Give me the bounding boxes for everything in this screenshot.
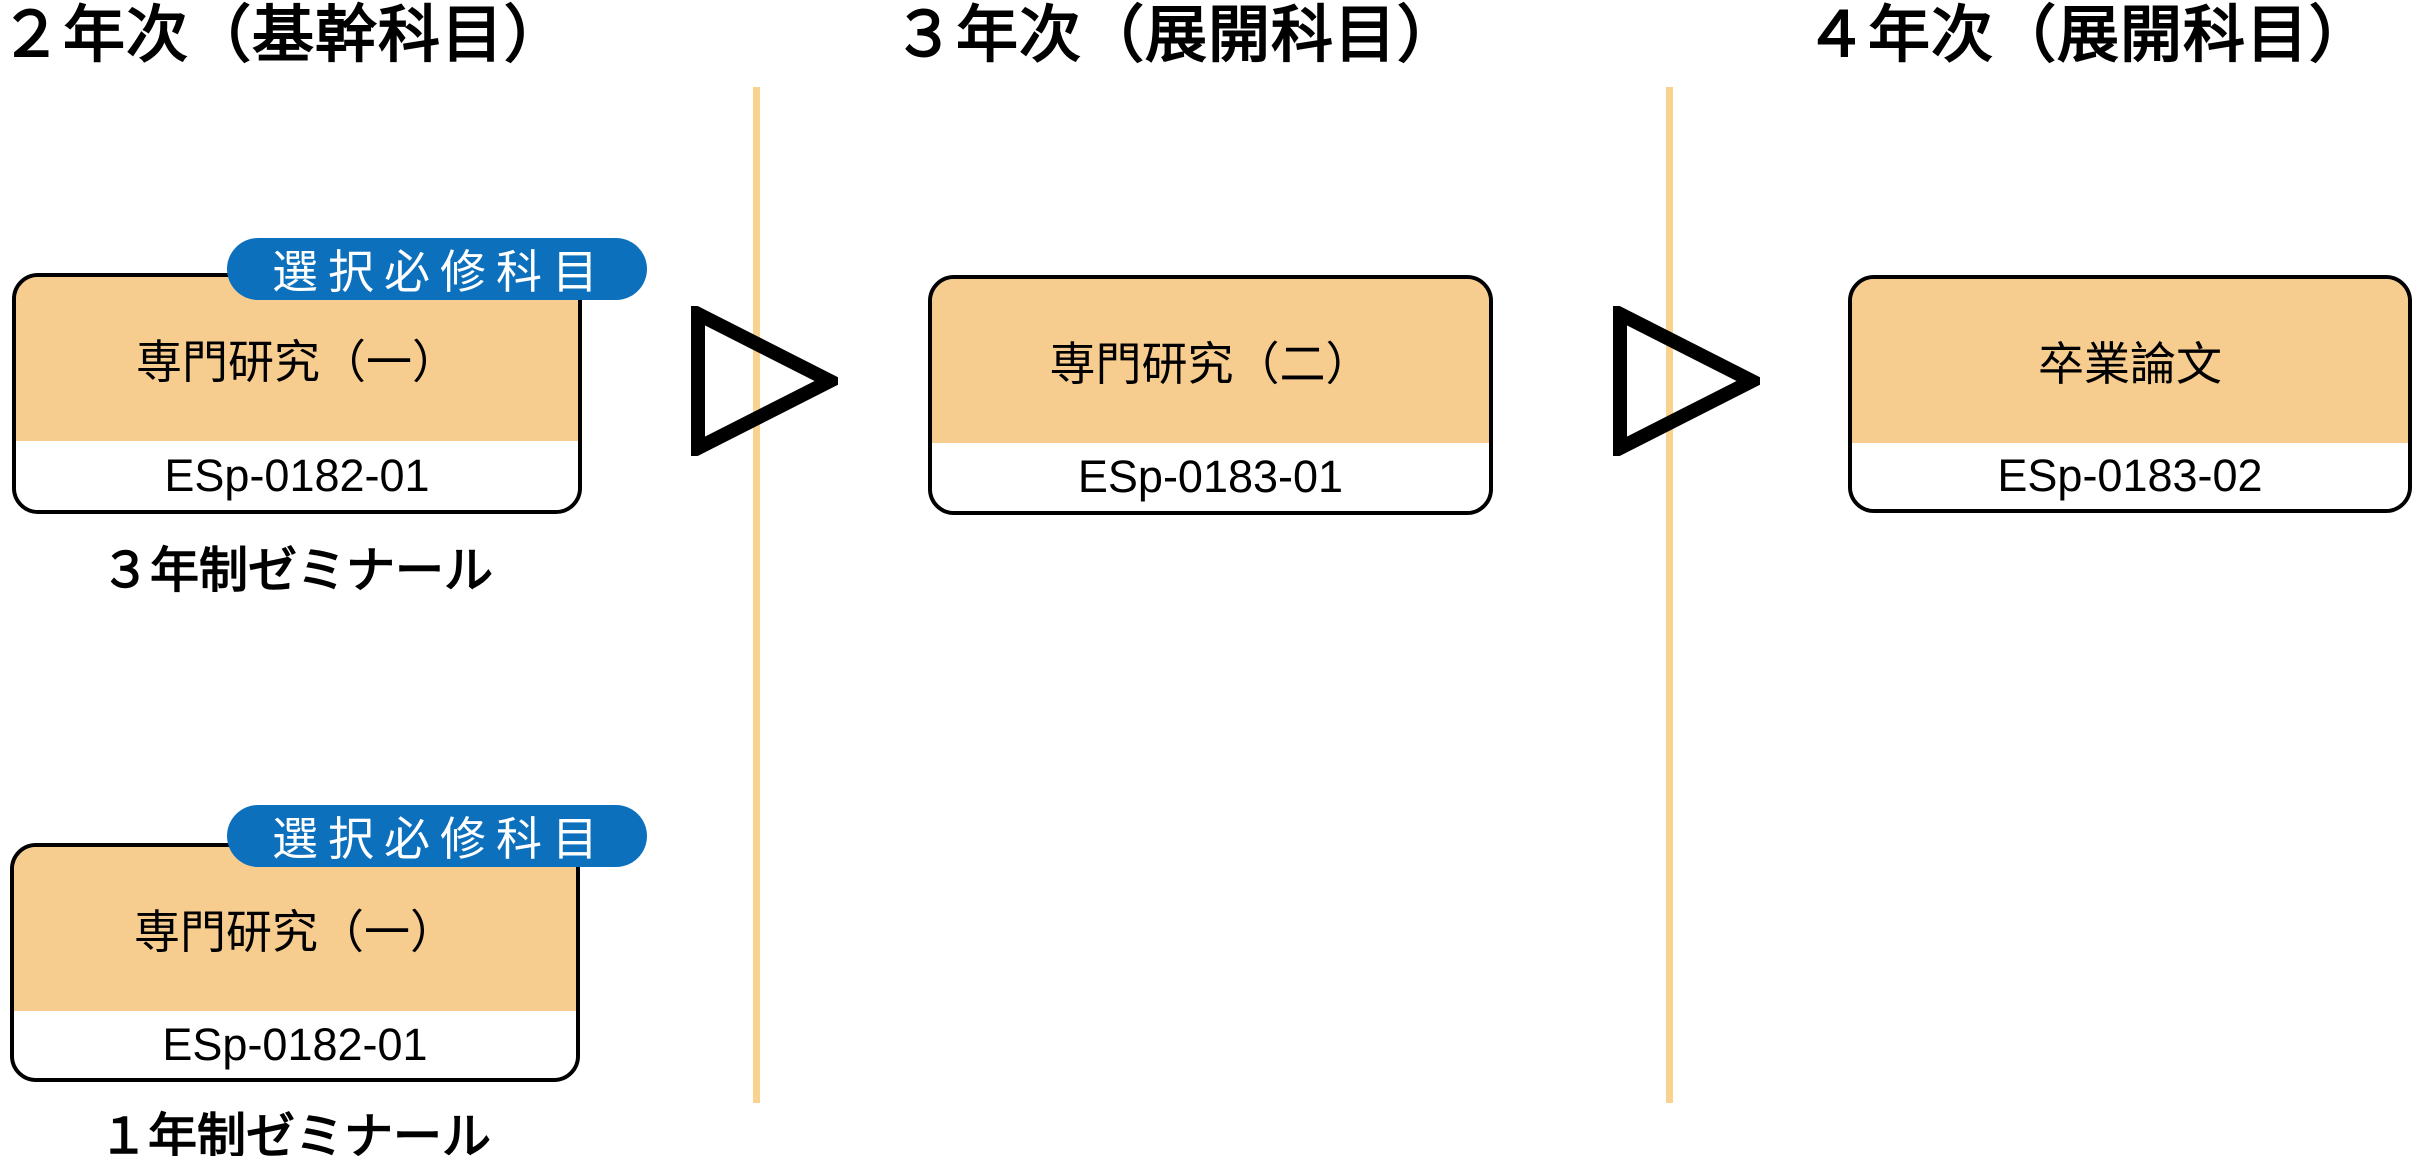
course-card-footer: ESp-0183-02 [1852, 443, 2408, 509]
course-card-header: 卒業論文 [1852, 279, 2408, 443]
course-card-senmon-kenkyu-1-1yr: 専門研究（一） ESp-0182-01 [10, 843, 580, 1082]
card-caption-1yr-seminar: １年制ゼミナール [98, 1110, 491, 1156]
course-card-footer: ESp-0182-01 [16, 441, 578, 510]
stage-divider-line [1666, 87, 1673, 1103]
course-card-senmon-kenkyu-2: 専門研究（二） ESp-0183-01 [928, 275, 1493, 515]
course-card-senmon-kenkyu-1-3yr: 専門研究（一） ESp-0182-01 [12, 273, 582, 514]
course-code: ESp-0183-02 [1997, 450, 2263, 501]
course-card-header: 専門研究（二） [932, 279, 1489, 443]
card-caption-3yr-seminar: ３年制ゼミナール [100, 544, 493, 598]
course-code: ESp-0183-01 [1077, 451, 1344, 502]
stage-divider-line [753, 87, 760, 1103]
course-title: 専門研究（二） [1049, 338, 1372, 390]
flow-arrow-icon [691, 306, 838, 456]
course-card-footer: ESp-0183-01 [932, 443, 1489, 511]
course-title: 専門研究（一） [134, 906, 456, 958]
course-card-header: 専門研究（一） [14, 847, 576, 1011]
course-code: ESp-0182-01 [162, 1018, 428, 1070]
header-year3: ３年次（展開科目） [893, 1, 1461, 70]
course-card-header: 専門研究（一） [16, 277, 578, 441]
course-card-graduation-thesis: 卒業論文 ESp-0183-02 [1848, 275, 2412, 513]
header-year2: ２年次（基幹科目） [0, 1, 568, 70]
elective-required-badge: 選択必修科目 [227, 805, 647, 867]
course-code: ESp-0182-01 [164, 449, 430, 501]
course-card-footer: ESp-0182-01 [14, 1011, 576, 1078]
course-title: 専門研究（一） [136, 336, 458, 388]
flow-arrow-icon [1613, 306, 1760, 456]
course-title: 卒業論文 [2038, 338, 2222, 390]
header-year4: ４年次（展開科目） [1805, 1, 2373, 70]
elective-required-badge: 選択必修科目 [227, 238, 647, 300]
